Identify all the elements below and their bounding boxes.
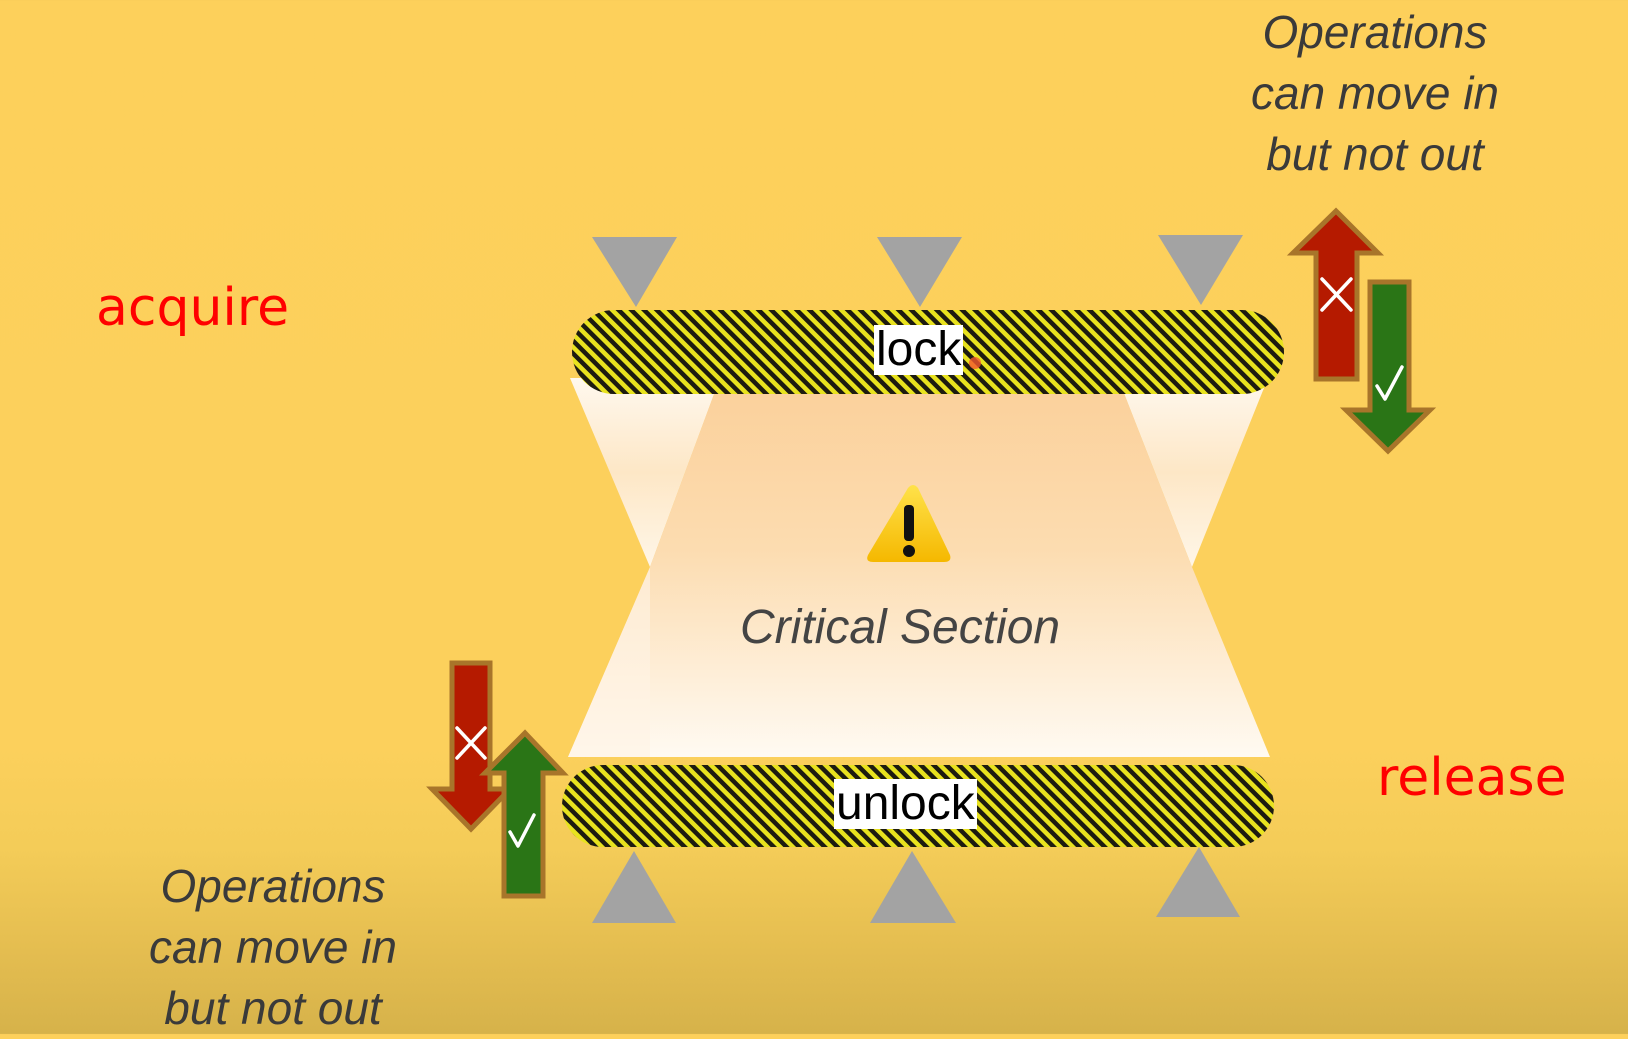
critical-section-label: Critical Section <box>740 601 1061 654</box>
check-icon <box>508 813 536 848</box>
top-right-arrows <box>1286 207 1437 455</box>
warning-icon <box>867 485 951 562</box>
marker-down-icon <box>592 237 677 307</box>
note-line: Operations <box>160 860 386 912</box>
cross-icon <box>455 726 487 760</box>
critical-section-left-wing <box>570 378 720 567</box>
marker-up-icon <box>1156 847 1240 917</box>
note-top-right: Operations can move in but not out <box>1220 2 1530 185</box>
marker-down-icon <box>877 237 962 307</box>
arrow-down-green-icon <box>1339 279 1437 455</box>
note-bottom-left: Operations can move in but not out <box>118 856 428 1039</box>
bottom-markers <box>592 847 1240 923</box>
critical-section-region <box>568 378 1270 757</box>
top-markers <box>592 235 1243 307</box>
critical-section-lower-left <box>568 567 650 757</box>
acquire-label: acquire <box>96 278 290 338</box>
release-label: release <box>1377 748 1567 808</box>
note-line: can move in <box>148 921 397 973</box>
note-line: can move in <box>1250 67 1499 119</box>
marker-up-icon <box>870 851 956 923</box>
unlock-label: unlock <box>834 777 977 830</box>
bottom-left-arrows <box>426 660 569 899</box>
arrow-up-green-icon <box>478 729 569 899</box>
marker-up-icon <box>592 851 676 923</box>
arrow-down-red-icon <box>426 660 516 833</box>
note-line: Operations <box>1262 6 1488 58</box>
note-line: but not out <box>1266 128 1484 180</box>
arrow-up-red-icon <box>1286 207 1385 382</box>
marker-down-icon <box>1158 235 1243 305</box>
check-icon <box>1375 365 1404 401</box>
critical-section-body <box>568 378 1270 757</box>
note-line: but not out <box>164 982 382 1034</box>
critical-section-right-wing <box>1118 378 1268 567</box>
cursor-dot-icon <box>969 357 981 369</box>
cross-icon <box>1320 277 1353 312</box>
lock-label: lock <box>874 323 964 376</box>
